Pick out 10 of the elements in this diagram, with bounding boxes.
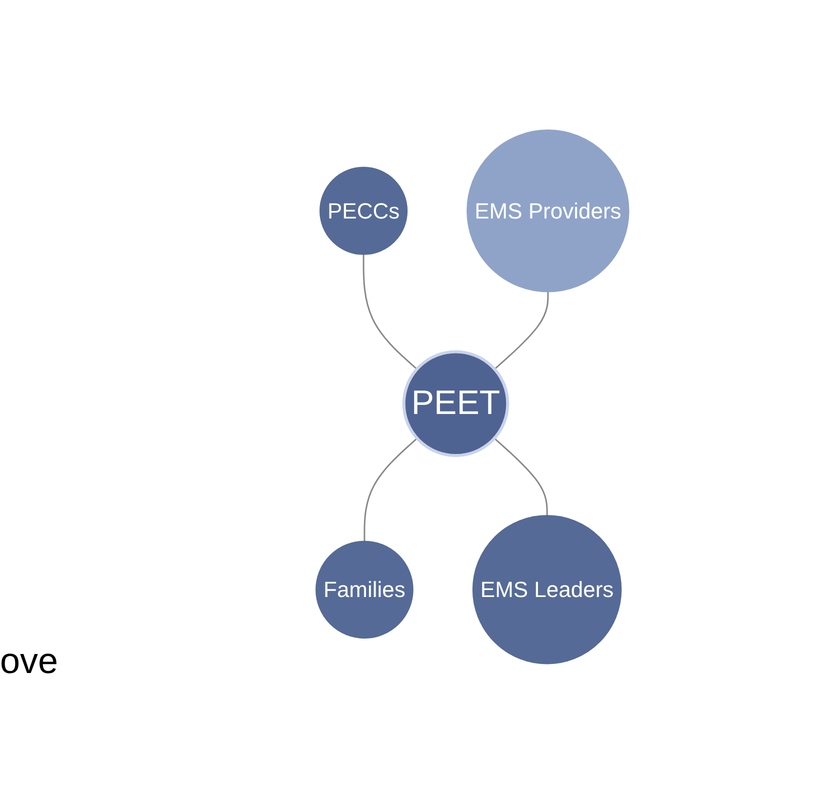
node-circle: Families — [316, 540, 414, 638]
node-circle: EMS Leaders — [472, 514, 622, 664]
connector — [494, 437, 548, 516]
connector — [494, 291, 549, 370]
connector — [362, 254, 418, 370]
connector — [364, 437, 418, 541]
node-circle: EMS Providers — [466, 129, 630, 292]
body-text: ove — [0, 640, 58, 682]
node-circle: PEET — [402, 350, 510, 457]
node-circle: PECCs — [320, 166, 408, 254]
